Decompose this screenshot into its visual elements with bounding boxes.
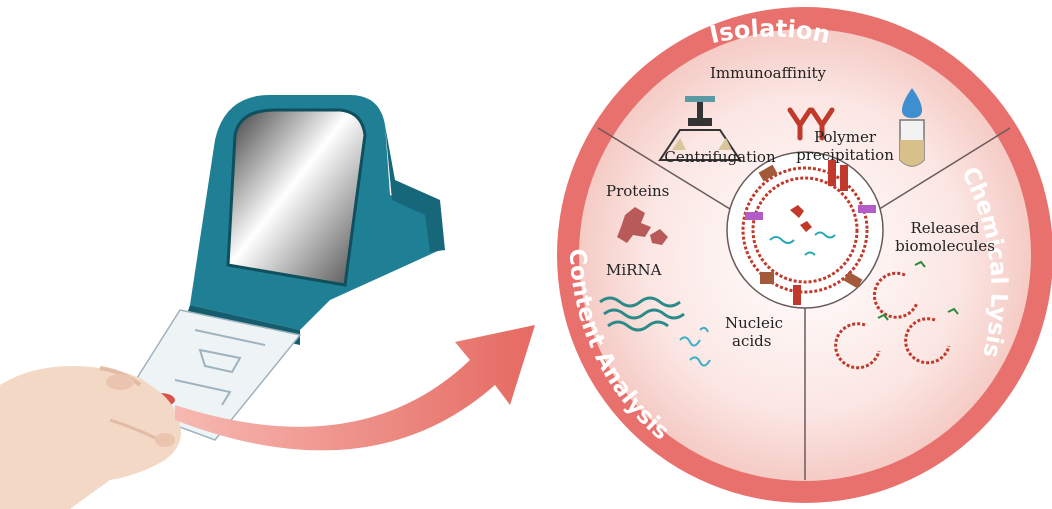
device-screen <box>226 108 367 287</box>
label-acids: acids <box>732 332 771 350</box>
mirna-icon <box>599 296 685 332</box>
label-mirna: MiRNA <box>606 261 662 279</box>
exosome-vesicle <box>741 160 876 305</box>
polymer-tube-icon <box>899 88 925 167</box>
label-centrifugation: Centrifugation <box>664 148 776 166</box>
label-immunoaffinity: Immunoaffinity <box>710 64 827 82</box>
label-biomolecules: biomolecules <box>895 237 995 255</box>
antibody-icon <box>787 107 835 141</box>
hand <box>0 366 181 509</box>
label-nucleic: Nucleic <box>725 314 783 332</box>
label-precipitation: precipitation <box>796 146 894 164</box>
label-proteins: Proteins <box>606 182 669 200</box>
protein-icon <box>617 207 668 245</box>
lysed-vesicles-icon <box>834 260 959 370</box>
flow-arrow <box>175 325 535 451</box>
centrifuge-icon <box>658 96 742 161</box>
label-released: Released <box>911 219 980 237</box>
label-polymer: Polymer <box>814 128 877 146</box>
nucleic-acid-icon <box>679 326 711 367</box>
reader-device <box>185 95 445 345</box>
